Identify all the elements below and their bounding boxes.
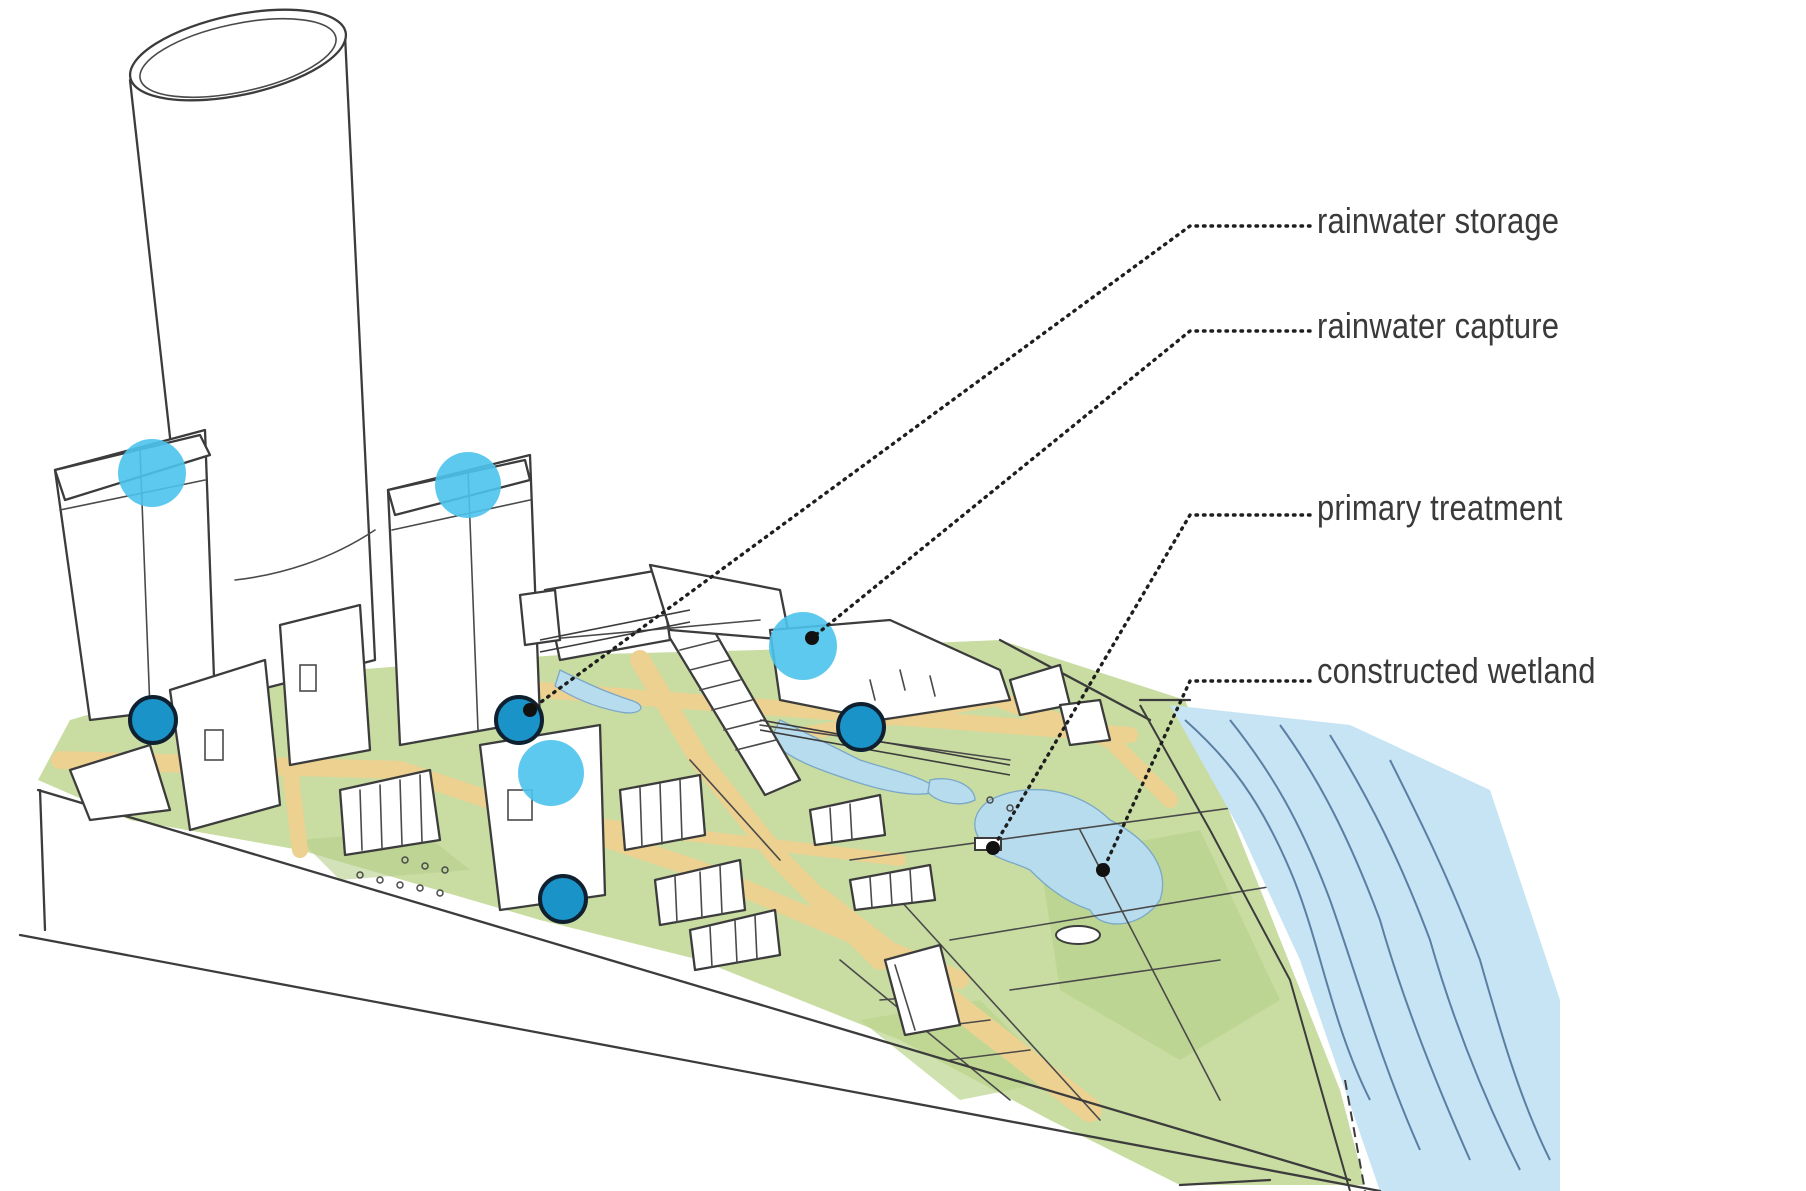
leader-primary-treatment (991, 513, 1312, 850)
boardwalk (539, 609, 1011, 776)
field-lines (689, 759, 1311, 1121)
leader-rainwater-capture (810, 329, 1312, 640)
storage-marker (538, 874, 588, 924)
capture-marker (518, 740, 584, 806)
rainwater-capture-markers (118, 439, 837, 806)
rainwater-storage-markers (128, 695, 886, 924)
leader-dot-storage (523, 703, 537, 717)
label-constructed-wetland: constructed wetland (1317, 650, 1596, 691)
long-bar-building (663, 613, 802, 797)
capture-marker (435, 452, 501, 518)
label-rainwater-capture: rainwater capture (1317, 305, 1560, 346)
site-block-edges (18, 638, 1382, 1191)
river-water (1170, 705, 1560, 1191)
leader-constructed-wetland (1101, 679, 1312, 872)
capture-marker (118, 439, 186, 507)
buildings (53, 8, 1112, 1037)
leader-lines (523, 224, 1312, 877)
river-bank-dash (1344, 1079, 1366, 1191)
north-pond (554, 669, 642, 714)
river-current-lines (1184, 719, 1551, 1171)
storage-marker (494, 695, 544, 745)
river (1139, 704, 1560, 1191)
block-center-back (278, 603, 372, 767)
leader-dot-wetland (1096, 863, 1110, 877)
block-left-mid (68, 658, 282, 832)
tree-dots (356, 796, 1014, 897)
river-bank (1139, 704, 1351, 1191)
capture-marker (769, 612, 837, 680)
small-pond (927, 778, 976, 805)
storage-marker (836, 702, 886, 752)
treatment-tank (1055, 925, 1101, 945)
storage-marker (128, 695, 178, 745)
label-rainwater-storage: rainwater storage (1317, 200, 1560, 241)
row-houses (338, 768, 962, 1037)
leader-dot-capture (805, 631, 819, 645)
leader-rainwater-storage (528, 224, 1312, 712)
leader-dot-primary (986, 841, 1000, 855)
label-primary-treatment: primary treatment (1317, 487, 1563, 528)
